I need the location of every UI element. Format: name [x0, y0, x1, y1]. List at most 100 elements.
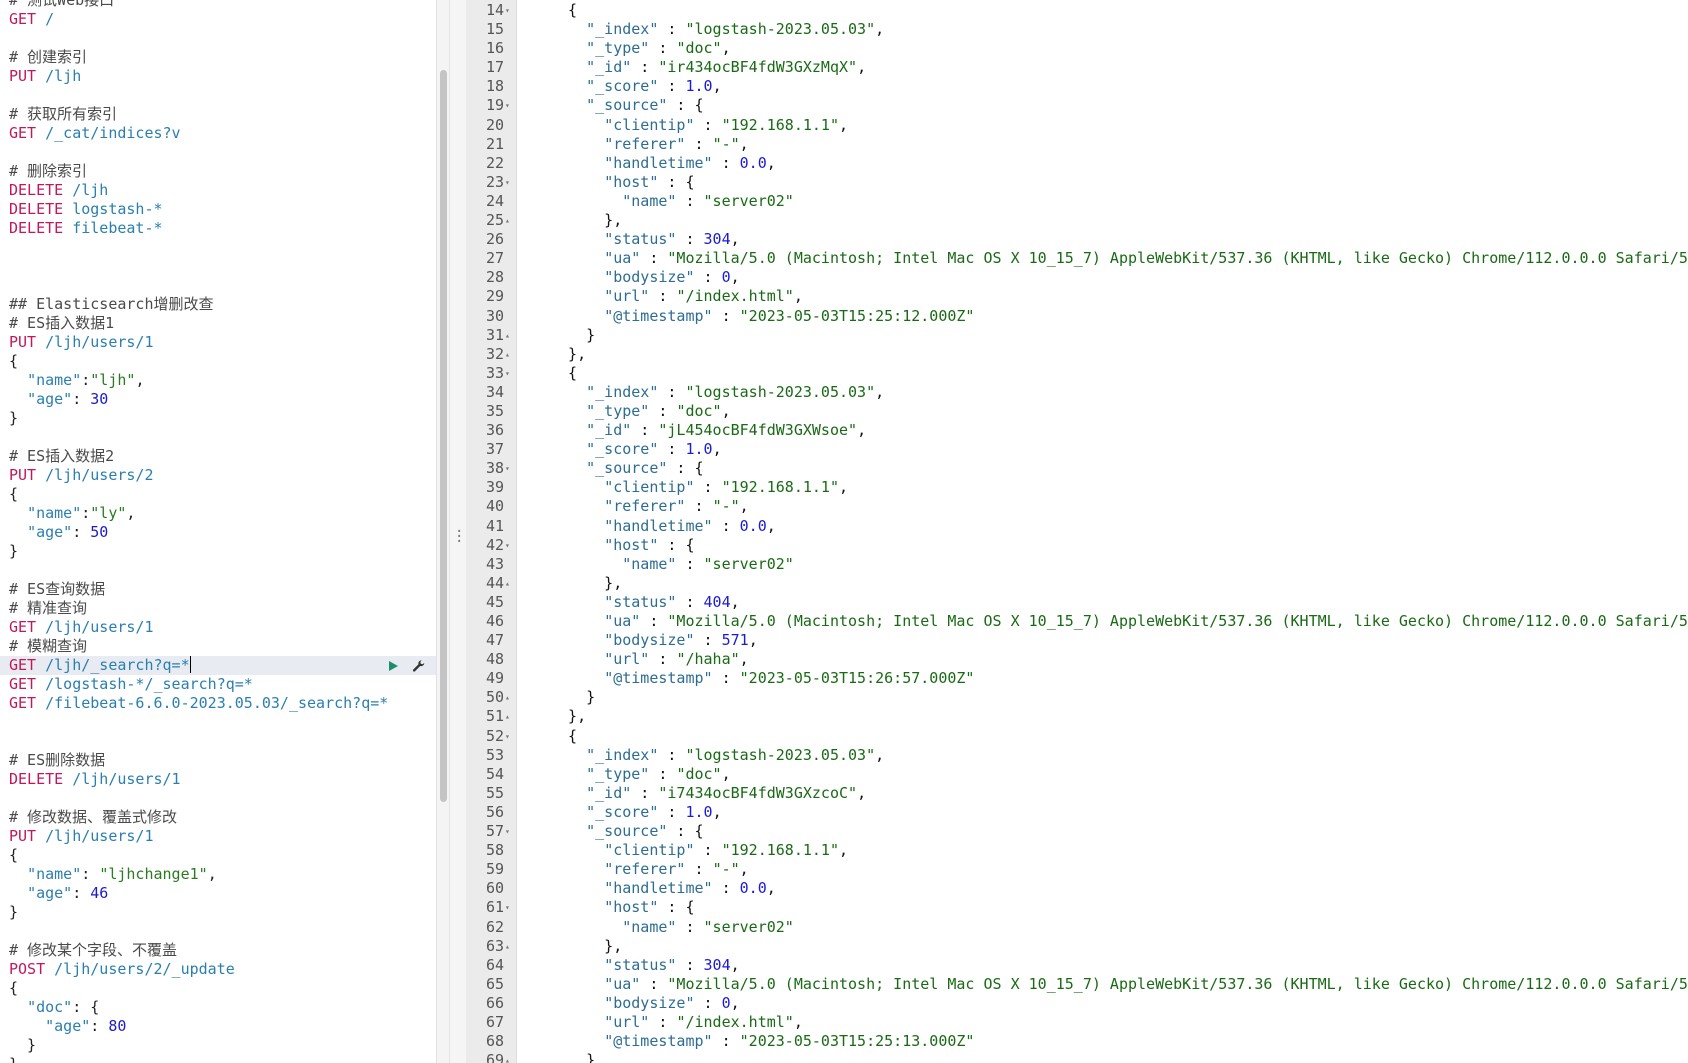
- fold-open-icon[interactable]: ▾: [505, 101, 510, 111]
- output-line: 67 "url" : "/index.html",: [466, 1013, 1688, 1032]
- editor-line[interactable]: {: [0, 485, 436, 504]
- editor-line[interactable]: [0, 276, 436, 295]
- editor-line[interactable]: }: [0, 409, 436, 428]
- editor-line[interactable]: # 精准查询: [0, 599, 436, 618]
- editor-line[interactable]: GET /filebeat-6.6.0-2023.05.03/_search?q…: [0, 694, 436, 713]
- editor-line[interactable]: GET /ljh/_search?q=*: [0, 656, 436, 675]
- fold-open-icon[interactable]: ▾: [505, 903, 510, 913]
- editor-line[interactable]: "age": 50: [0, 523, 436, 542]
- editor-line[interactable]: "age": 80: [0, 1017, 436, 1036]
- editor-line[interactable]: DELETE /ljh/users/1: [0, 770, 436, 789]
- editor-line[interactable]: "age": 46: [0, 884, 436, 903]
- editor-line[interactable]: "age": 30: [0, 390, 436, 409]
- output-token: {: [550, 726, 578, 745]
- wrench-icon[interactable]: [410, 656, 428, 675]
- editor-line[interactable]: [0, 713, 436, 732]
- fold-open-icon[interactable]: ▾: [505, 540, 510, 550]
- fold-close-icon[interactable]: ▴: [505, 216, 510, 226]
- output-code: "url" : "/index.html",: [550, 1013, 803, 1032]
- editor-line[interactable]: [0, 561, 436, 580]
- editor-line[interactable]: [0, 789, 436, 808]
- editor-line[interactable]: [0, 238, 436, 257]
- fold-open-icon[interactable]: ▾: [505, 368, 510, 378]
- editor-line[interactable]: {: [0, 352, 436, 371]
- editor-line[interactable]: PUT /ljh: [0, 67, 436, 86]
- editor-line[interactable]: "name":"ly",: [0, 504, 436, 523]
- editor-line[interactable]: # ES插入数据1: [0, 314, 436, 333]
- editor-line[interactable]: DELETE filebeat-*: [0, 219, 436, 238]
- editor-line[interactable]: [0, 86, 436, 105]
- editor-line[interactable]: {: [0, 979, 436, 998]
- output-token: "server02": [703, 191, 794, 210]
- line-number: 48: [485, 650, 504, 669]
- editor-line[interactable]: [0, 428, 436, 447]
- editor-line[interactable]: # 模糊查询: [0, 637, 436, 656]
- fold-open-icon[interactable]: ▾: [505, 177, 510, 187]
- editor-line[interactable]: "name":"ljh",: [0, 371, 436, 390]
- fold-close-icon[interactable]: ▴: [505, 578, 510, 588]
- editor-line[interactable]: # ES查询数据: [0, 580, 436, 599]
- editor-line[interactable]: DELETE /ljh: [0, 181, 436, 200]
- editor-scrollbar-thumb[interactable]: [440, 70, 447, 802]
- editor-line[interactable]: # 测试Web接口: [0, 0, 436, 10]
- editor-line[interactable]: # 修改某个字段、不覆盖: [0, 941, 436, 960]
- editor-line[interactable]: GET /: [0, 10, 436, 29]
- fold-close-icon[interactable]: ▴: [505, 712, 510, 722]
- editor-line[interactable]: ## Elasticsearch增删改查: [0, 295, 436, 314]
- fold-open-icon[interactable]: ▾: [505, 827, 510, 837]
- line-number: 62: [485, 917, 504, 936]
- editor-line[interactable]: [0, 732, 436, 751]
- editor-line[interactable]: PUT /ljh/users/1: [0, 333, 436, 352]
- play-icon[interactable]: [384, 656, 402, 675]
- editor-line[interactable]: # 创建索引: [0, 48, 436, 67]
- editor-token: }: [9, 903, 19, 921]
- fold-close-icon[interactable]: ▴: [505, 941, 510, 951]
- editor-scrollbar[interactable]: [436, 0, 449, 1063]
- editor-line[interactable]: }: [0, 1055, 436, 1063]
- editor-line[interactable]: GET /_cat/indices?v: [0, 124, 436, 143]
- editor-line[interactable]: [0, 922, 436, 941]
- editor-line[interactable]: GET /ljh/users/1: [0, 618, 436, 637]
- editor-line[interactable]: # 修改数据、覆盖式修改: [0, 808, 436, 827]
- editor-line[interactable]: }: [0, 542, 436, 561]
- pane-splitter[interactable]: ···: [449, 0, 467, 1063]
- editor-line[interactable]: }: [0, 1036, 436, 1055]
- editor-line[interactable]: # 获取所有索引: [0, 105, 436, 124]
- fold-close-icon[interactable]: ▴: [505, 1056, 510, 1063]
- output-token: "192.168.1.1": [721, 841, 839, 860]
- editor-line[interactable]: }: [0, 903, 436, 922]
- editor-line[interactable]: {: [0, 846, 436, 865]
- output-token: "url": [604, 287, 650, 306]
- editor-line[interactable]: # ES插入数据2: [0, 447, 436, 466]
- editor-line[interactable]: DELETE logstash-*: [0, 200, 436, 219]
- fold-open-icon[interactable]: ▾: [505, 731, 510, 741]
- line-number: 20: [485, 115, 504, 134]
- editor-line[interactable]: [0, 29, 436, 48]
- editor-line[interactable]: [0, 257, 436, 276]
- output-line: 40 "referer" : "-",: [466, 497, 1688, 516]
- fold-open-icon[interactable]: ▾: [505, 6, 510, 15]
- output-token: [550, 746, 586, 764]
- editor-line[interactable]: POST /ljh/users/2/_update: [0, 960, 436, 979]
- fold-close-icon[interactable]: ▴: [505, 330, 510, 340]
- editor-line[interactable]: PUT /ljh/users/2: [0, 466, 436, 485]
- editor-line[interactable]: [0, 143, 436, 162]
- output-token: "host": [604, 535, 659, 554]
- editor-line[interactable]: "doc": {: [0, 998, 436, 1017]
- fold-close-icon[interactable]: ▴: [505, 349, 510, 359]
- editor-line[interactable]: # 删除索引: [0, 162, 436, 181]
- editor-line[interactable]: # ES删除数据: [0, 751, 436, 770]
- output-token: ,: [739, 497, 749, 516]
- editor-line[interactable]: GET /logstash-*/_search?q=*: [0, 675, 436, 694]
- output-code: "name" : "server02": [550, 555, 794, 574]
- output-token: [550, 669, 604, 687]
- output-line: 55 "_id" : "i7434ocBF4fdW3GXzcoC",: [466, 784, 1688, 803]
- editor-line[interactable]: "name": "ljhchange1",: [0, 865, 436, 884]
- output-token: "_score": [586, 802, 659, 821]
- editor-line[interactable]: PUT /ljh/users/1: [0, 827, 436, 846]
- fold-close-icon[interactable]: ▴: [505, 693, 510, 703]
- fold-open-icon[interactable]: ▾: [505, 464, 510, 474]
- output-token: [550, 631, 604, 649]
- output-token: ,: [875, 382, 885, 401]
